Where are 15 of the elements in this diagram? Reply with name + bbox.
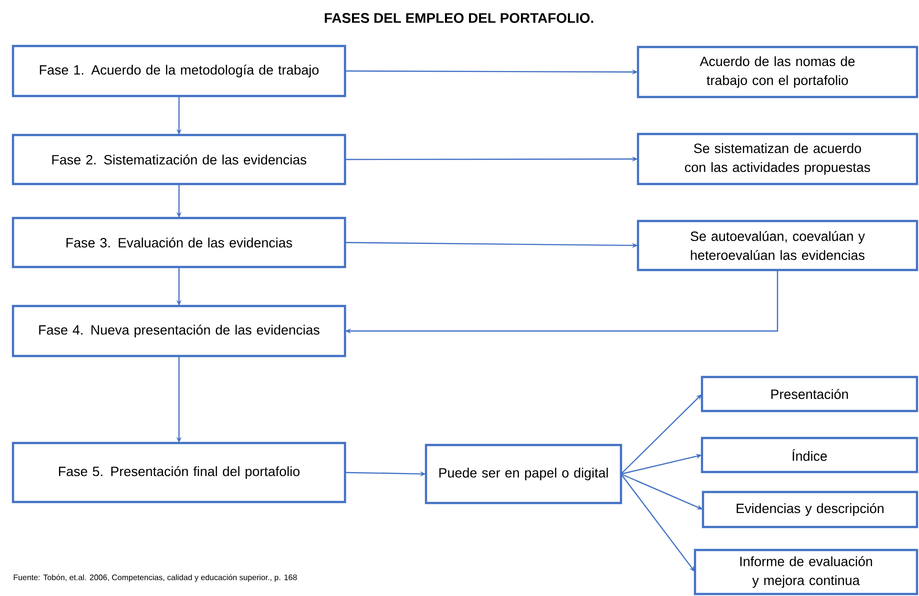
process-box: Presentación	[700, 376, 918, 412]
process-box: Acuerdo de las nomas de trabajo con el portafolio	[636, 46, 918, 98]
process-box: Se sistematizan de acuerdo con las actividades propuestas	[636, 132, 918, 186]
process-box: Fase 4. Nueva presentación de las evidencias	[12, 304, 346, 358]
process-box: Fase 1. Acuerdo de la metodología de trabajo	[12, 44, 346, 98]
process-box: Puede ser en papel o digital	[424, 444, 622, 504]
process-box: Fase 2. Sistematización de las evidencias	[12, 134, 346, 186]
process-box: Evidencias y descripción	[702, 490, 918, 528]
process-box: Se autoevalúan, coevalúan y heteroevalúan las evidencias	[636, 220, 918, 272]
arrow	[620, 394, 702, 474]
process-box: Informe de evaluación y mejora continua	[694, 548, 918, 596]
title: FASES DEL EMPLEO DEL PORTAFOLIO.	[324, 13, 594, 23]
process-box: Índice	[700, 436, 918, 474]
process-box: Fase 3. Evaluación de las evidencias	[12, 216, 346, 268]
process-box: Fase 5. Presentación final del portafolio	[12, 442, 346, 504]
